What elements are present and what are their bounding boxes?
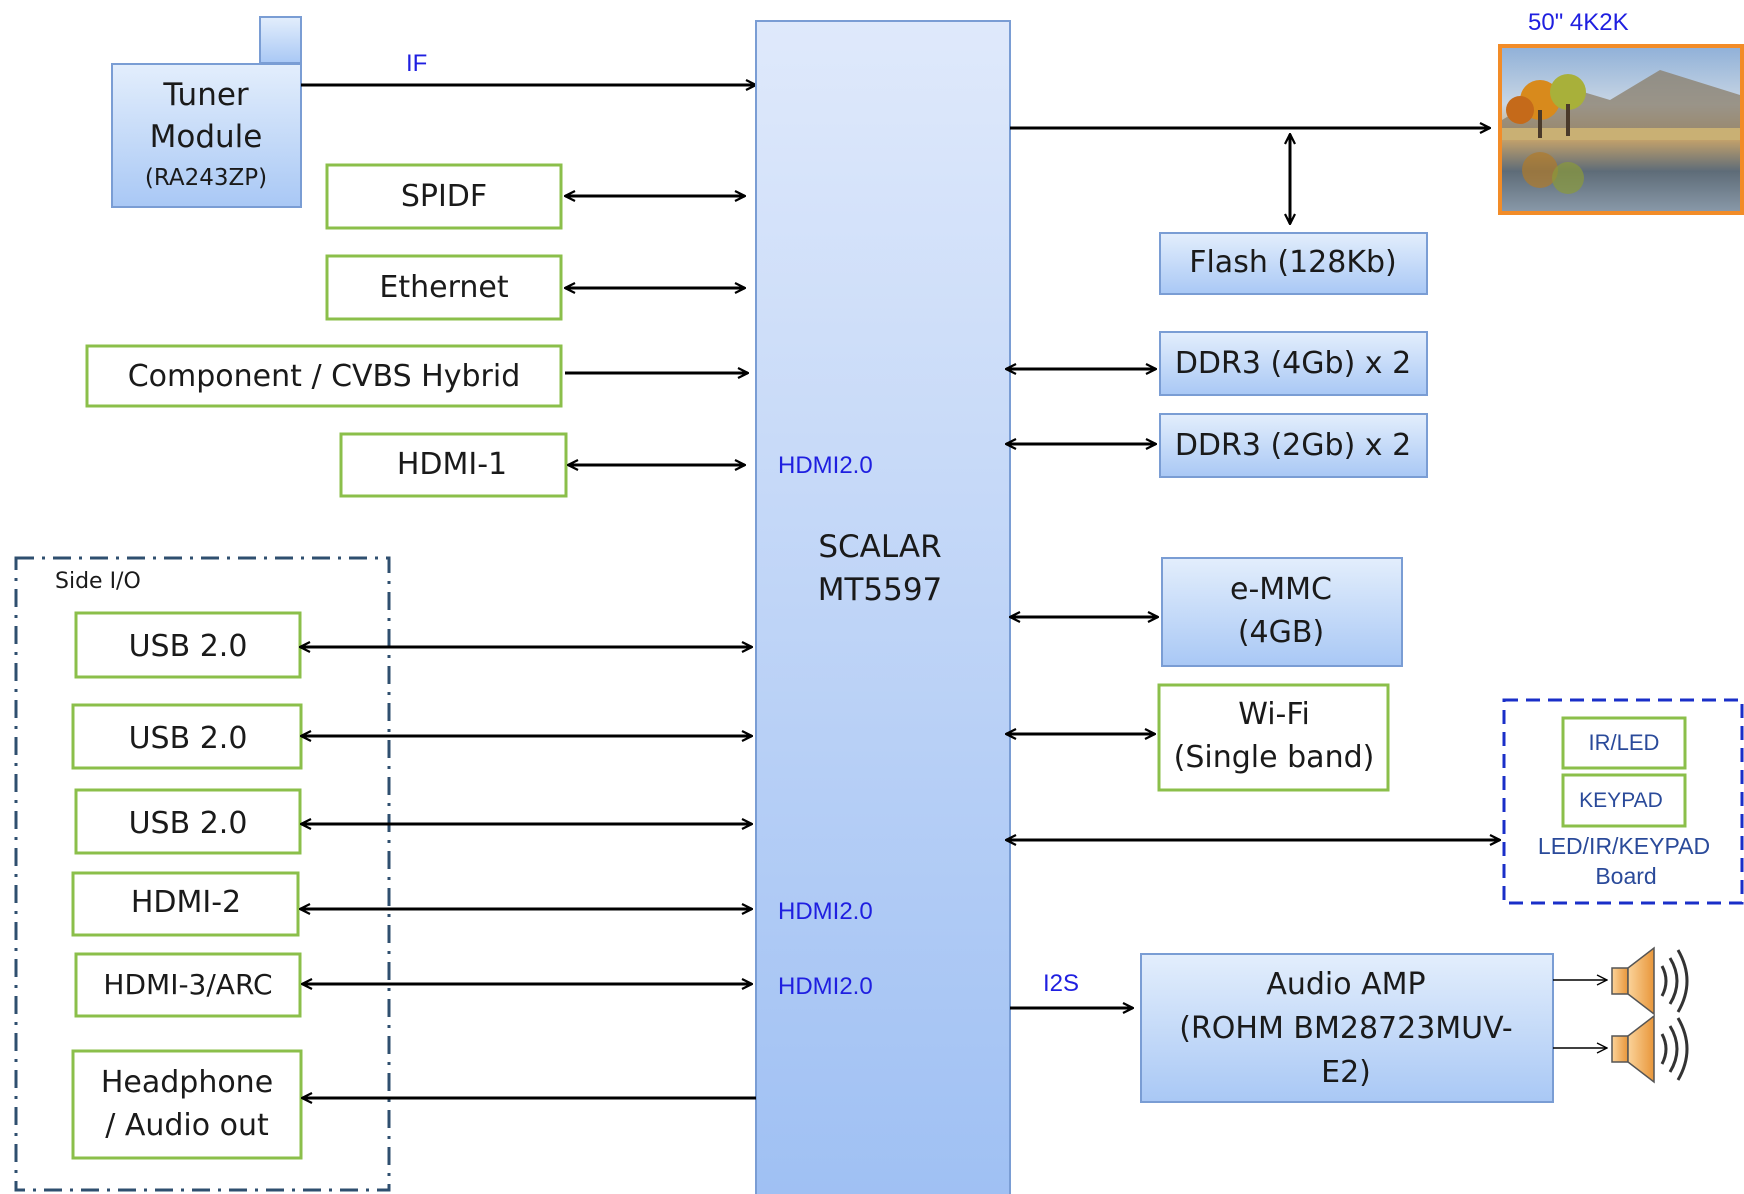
hdmi1-label: HDMI-1: [397, 447, 507, 482]
flash-label: Flash (128Kb): [1189, 245, 1397, 280]
display-image: [1498, 44, 1744, 215]
usb-label-1: USB 2.0: [129, 629, 248, 664]
speaker-icon-2: [1611, 1014, 1689, 1084]
scalar-chip-box: [755, 20, 1011, 1194]
ddr3-4gb-box: [1159, 331, 1428, 396]
display-label: 50" 4K2K: [1528, 9, 1629, 36]
keypad-board-group: [1502, 698, 1744, 905]
speaker-icon-1: [1611, 946, 1689, 1016]
hdmi20-label-1: HDMI2.0: [778, 452, 873, 479]
wifi-label-1: Wi-Fi: [1238, 697, 1310, 732]
keypad-board-label-2: Board: [1595, 863, 1656, 889]
keypad-label: KEYPAD: [1579, 789, 1663, 812]
audio-amp-box: [1140, 953, 1554, 1103]
hdmi20-label-3: HDMI2.0: [778, 973, 873, 1000]
emmc-label-1: e-MMC: [1230, 572, 1332, 607]
usb-box-1: [74, 611, 302, 679]
tuner-label-1: Tuner: [162, 77, 249, 113]
scalar-label-2: MT5597: [818, 572, 943, 608]
flash-box: [1159, 232, 1428, 295]
hdmi2-label: HDMI-2: [131, 885, 241, 920]
headphone-label-2: / Audio out: [105, 1108, 269, 1143]
keypad-box: [1561, 773, 1687, 828]
ddr3-4gb-label: DDR3 (4Gb) x 2: [1175, 346, 1411, 381]
i2s-signal-label: I2S: [1043, 970, 1079, 997]
headphone-label-1: Headphone: [101, 1065, 273, 1100]
keypad-board-label-1: LED/IR/KEYPAD: [1538, 833, 1710, 859]
ddr3-2gb-label: DDR3 (2Gb) x 2: [1175, 428, 1411, 463]
if-signal-label: IF: [406, 50, 427, 77]
spidf-label: SPIDF: [401, 179, 487, 214]
ir-led-box: [1561, 716, 1687, 770]
wifi-box: [1157, 683, 1390, 792]
ethernet-box: [325, 254, 563, 321]
hdmi2-box: [71, 871, 300, 937]
emmc-label-2: (4GB): [1238, 615, 1324, 650]
hdmi1-box: [339, 432, 568, 498]
usb-box-2: [71, 703, 303, 770]
audio-amp-label-1: Audio AMP: [1266, 967, 1425, 1002]
headphone-box: [71, 1049, 303, 1160]
tuner-label-2: Module: [150, 119, 263, 155]
ethernet-label: Ethernet: [379, 270, 508, 305]
hdmi3-box: [74, 952, 302, 1018]
component-cvbs-box: [85, 344, 563, 408]
ir-led-label: IR/LED: [1589, 730, 1660, 755]
usb-label-3: USB 2.0: [129, 806, 248, 841]
audio-amp-label-2: (ROHM BM28723MUV-: [1179, 1011, 1512, 1046]
scalar-label-1: SCALAR: [818, 529, 941, 565]
ddr3-2gb-box: [1159, 413, 1428, 478]
hdmi20-label-2: HDMI2.0: [778, 898, 873, 925]
audio-amp-label-3: E2): [1321, 1055, 1371, 1090]
component-cvbs-label: Component / CVBS Hybrid: [128, 359, 521, 394]
wifi-label-2: (Single band): [1174, 740, 1375, 775]
tuner-label-3: (RA243ZP): [145, 165, 267, 191]
spidf-box: [325, 163, 563, 230]
side-io-title: Side I/O: [55, 569, 141, 594]
emmc-box: [1161, 557, 1403, 667]
tuner-antenna-box: [259, 16, 302, 64]
tuner-module-box: [111, 63, 302, 208]
side-io-group: [14, 556, 391, 1192]
hdmi3-label: HDMI-3/ARC: [103, 968, 272, 1001]
usb-label-2: USB 2.0: [129, 721, 248, 756]
